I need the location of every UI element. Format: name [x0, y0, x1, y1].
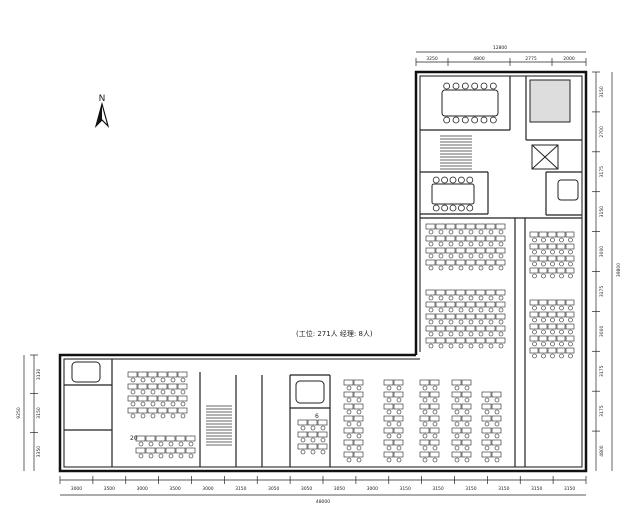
dimension-label: 3500 [104, 486, 116, 492]
elevator-core [529, 79, 571, 170]
interior-walls [64, 76, 582, 467]
dimension-label: 3000 [71, 486, 83, 492]
dimension-label: 3150 [465, 486, 477, 492]
dimension-label: 2000 [563, 56, 575, 62]
north-arrow-icon: N [94, 94, 110, 129]
dimension-label: 2700 [599, 126, 605, 138]
dimension-label: 3250 [426, 56, 438, 62]
dimension-label: 3150 [235, 486, 247, 492]
dimension-label: 3000 [599, 325, 605, 337]
conference-chairs [432, 82, 497, 212]
dimension-label: 39800 [616, 263, 622, 277]
dimension-label: 4800 [599, 445, 605, 457]
dimension-label: 3000 [367, 486, 379, 492]
dimension-label: 3150 [564, 486, 576, 492]
dimension-label: 3050 [268, 486, 280, 492]
building-outline [58, 70, 588, 473]
dimension-label: 3150 [531, 486, 543, 492]
dimension-label: 3150 [599, 86, 605, 98]
dimension-label: 3000 [136, 486, 148, 492]
dimension-label: 3175 [599, 286, 605, 298]
dimension-label: 3150 [599, 206, 605, 218]
dimension-label: 3350 [36, 446, 42, 458]
dimension-label: 3000 [599, 246, 605, 258]
dimension-lines [23, 51, 613, 496]
room-number: 20 [130, 435, 138, 442]
dimension-label: 2775 [525, 56, 537, 62]
dimension-label: 9250 [16, 407, 22, 419]
dimension-label: 3175 [599, 405, 605, 417]
capacity-note: (工位: 271人 经理: 8人) [296, 329, 373, 338]
conference-room [71, 89, 579, 404]
dimension-label: 3150 [36, 407, 42, 419]
dimension-label: 3050 [301, 486, 313, 492]
north-label: N [99, 94, 106, 104]
dimension-label: 3175 [599, 365, 605, 377]
dimension-label: 3500 [169, 486, 181, 492]
room-number: 6 [315, 413, 319, 420]
dimension-label: 3175 [599, 166, 605, 178]
dimension-label: 4800 [473, 56, 485, 62]
dimension-label: 3150 [399, 486, 411, 492]
dimension-label: 3000 [202, 486, 214, 492]
workstation-desks [127, 223, 575, 463]
stairs [206, 135, 472, 446]
dimension-label: 12800 [493, 45, 507, 51]
dimension-label: 48000 [316, 499, 330, 505]
dimension-labels: 12800 3250 4800 2775 2000 39800 3150 2700 3175 31… [16, 45, 622, 505]
dimension-label: 3150 [498, 486, 510, 492]
dimension-label: 3050 [334, 486, 346, 492]
dimension-label: 3130 [36, 368, 42, 380]
dimension-label: 3150 [432, 486, 444, 492]
